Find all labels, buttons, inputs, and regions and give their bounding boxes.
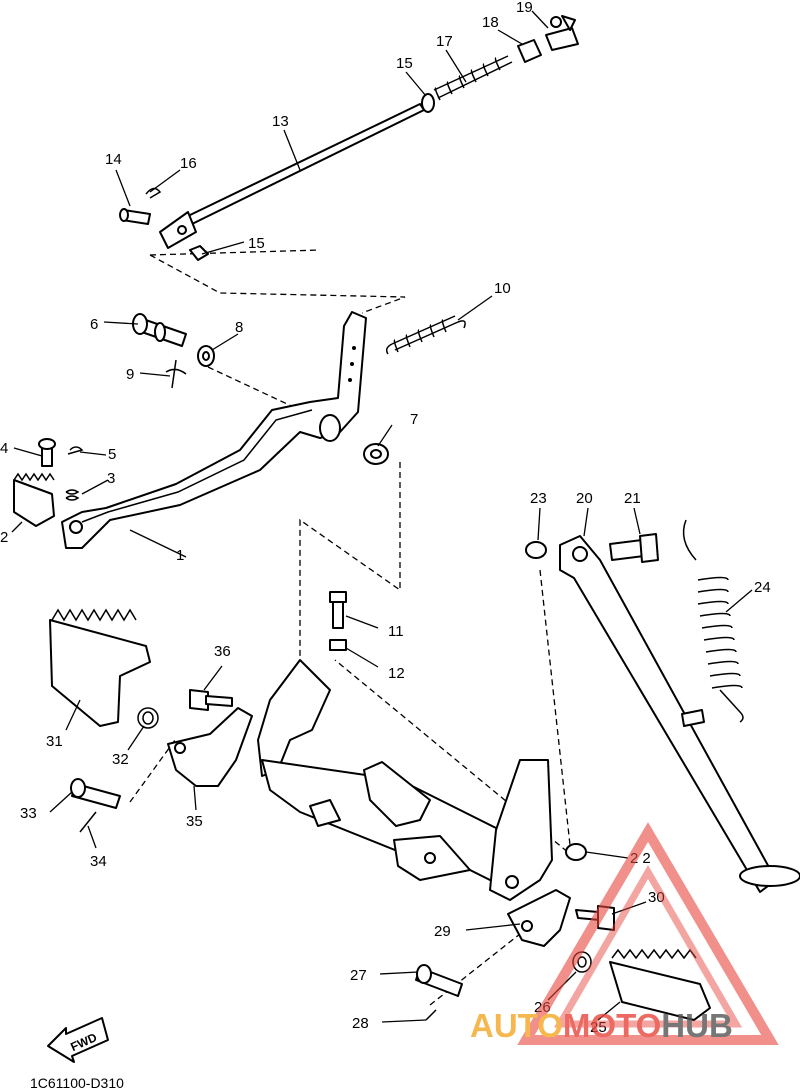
part-18-nut bbox=[517, 39, 542, 63]
part-9-clip bbox=[165, 359, 187, 389]
part-35-bracket bbox=[167, 707, 253, 787]
callout-28: 28 bbox=[352, 1015, 369, 1032]
callout-2: 2 bbox=[0, 529, 8, 546]
callout-10: 10 bbox=[494, 280, 511, 297]
callout-23: 23 bbox=[530, 490, 547, 507]
callout-32: 32 bbox=[112, 751, 129, 768]
part-10-spring bbox=[385, 315, 466, 355]
part-25-footrest bbox=[609, 948, 711, 1021]
part-27-pin bbox=[415, 964, 463, 997]
callout-7: 7 bbox=[410, 411, 418, 428]
part-1-brake-pedal bbox=[61, 311, 367, 549]
frame-bracket bbox=[257, 659, 553, 901]
callout-25: 25 bbox=[590, 1019, 607, 1036]
part-15-washer bbox=[421, 93, 435, 113]
part-7-washer bbox=[363, 443, 389, 465]
callout-13: 13 bbox=[272, 113, 289, 130]
part-22-nut bbox=[565, 843, 587, 861]
watermark-moto: MOTO bbox=[563, 1007, 661, 1044]
callout-19: 19 bbox=[516, 0, 533, 16]
part-12-nut bbox=[329, 639, 347, 651]
part-6-pivot-shaft bbox=[132, 313, 187, 347]
callout-36: 36 bbox=[214, 643, 231, 660]
part-2-pedal-tip bbox=[13, 472, 55, 527]
callout-30: 30 bbox=[648, 889, 665, 906]
callout-24: 24 bbox=[754, 579, 771, 596]
part-8-washer bbox=[197, 345, 215, 367]
callout-15-lower: 15 bbox=[248, 235, 265, 252]
part-33-pin bbox=[70, 778, 121, 809]
part-29-bracket bbox=[507, 889, 571, 947]
callout-27: 27 bbox=[350, 967, 367, 984]
part-14-pin bbox=[119, 208, 151, 225]
diagram-code: 1C61100-D310 bbox=[30, 1075, 124, 1090]
part-5-cotter-pin bbox=[67, 446, 84, 455]
callout-17: 17 bbox=[436, 33, 453, 50]
part-19-joint bbox=[545, 15, 579, 51]
callout-18: 18 bbox=[482, 14, 499, 31]
part-13-brake-rod bbox=[159, 103, 425, 249]
part-4-pin bbox=[38, 438, 56, 467]
watermark-auto: AUTO bbox=[470, 1007, 563, 1044]
part-15-nut bbox=[189, 245, 209, 261]
callout-31: 31 bbox=[46, 733, 63, 750]
callout-29: 29 bbox=[434, 923, 451, 940]
callout-9: 9 bbox=[126, 366, 134, 383]
fwd-arrow-icon: FWD bbox=[47, 1017, 109, 1063]
callout-15-upper: 15 bbox=[396, 55, 413, 72]
callout-6: 6 bbox=[90, 316, 98, 333]
part-11-bolt bbox=[329, 591, 347, 629]
part-3-spring bbox=[65, 489, 80, 501]
part-20-sidestand bbox=[559, 535, 800, 893]
callout-35: 35 bbox=[186, 813, 203, 830]
part-17-spring bbox=[433, 55, 513, 101]
part-32-spring bbox=[137, 707, 159, 729]
callout-8: 8 bbox=[235, 319, 243, 336]
part-23-nut bbox=[525, 541, 547, 559]
part-21-bolt bbox=[609, 533, 659, 563]
automotohub-watermark-logo: AUTOMOTOHUB bbox=[470, 822, 779, 1045]
callout-20: 20 bbox=[576, 490, 593, 507]
part-36-bolt bbox=[189, 689, 233, 711]
callout-33: 33 bbox=[20, 805, 37, 822]
part-24-spring bbox=[681, 519, 744, 727]
callout-11: 11 bbox=[388, 623, 404, 640]
callout-3: 3 bbox=[107, 470, 115, 487]
callout-1: 1 bbox=[176, 547, 184, 564]
callout-14: 14 bbox=[105, 151, 122, 168]
callout-34: 34 bbox=[90, 853, 107, 870]
part-34-cotter-pin bbox=[79, 811, 97, 833]
callout-12: 12 bbox=[388, 665, 405, 682]
callout-21: 21 bbox=[624, 490, 641, 507]
watermark-hub: HUB bbox=[661, 1007, 733, 1044]
callout-4: 4 bbox=[0, 440, 8, 457]
part-28-cotter-pin bbox=[425, 1009, 437, 1021]
callout-5: 5 bbox=[108, 446, 116, 463]
svg-text:AUTOMOTOHUB: AUTOMOTOHUB bbox=[470, 1007, 733, 1044]
callout-16: 16 bbox=[180, 155, 197, 172]
part-31-footrest bbox=[49, 608, 151, 727]
callout-labels: 1 2 3 4 5 6 7 8 9 10 11 12 13 14 15 15 1… bbox=[0, 0, 771, 1036]
